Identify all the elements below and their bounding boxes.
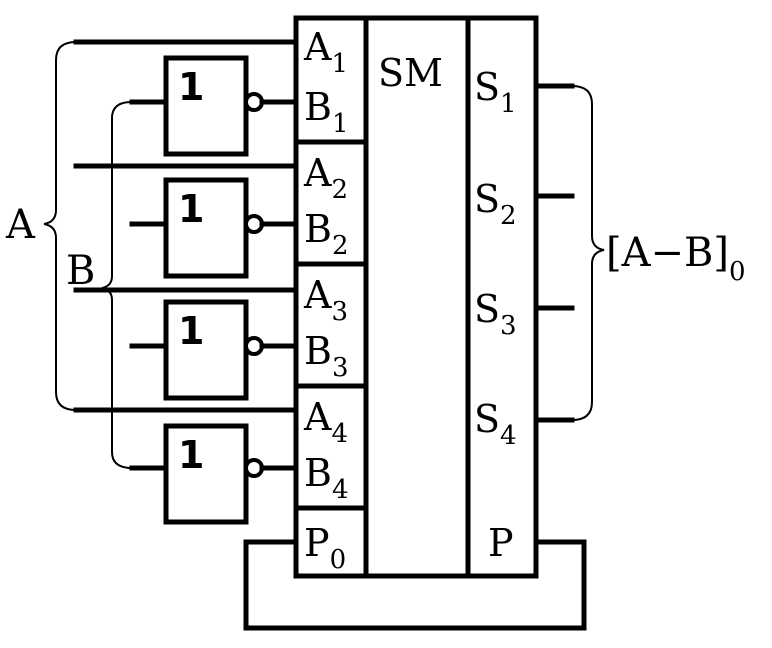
input-label-a1: A1 — [303, 25, 348, 79]
inverter-gate-1: 1 — [129, 55, 299, 157]
result-brace — [571, 85, 605, 421]
output-label-s2: S2 — [474, 177, 517, 231]
result-label: [A−B]0 — [606, 230, 746, 287]
a-bus-brace — [43, 41, 77, 411]
input-label-a2: A2 — [303, 151, 348, 205]
input-label-b3: B3 — [304, 329, 348, 383]
output-label-s4: S4 — [474, 397, 517, 451]
input-label-b4: B4 — [304, 451, 348, 505]
carry-feedback-loop — [243, 539, 587, 631]
inverter-gate-2: 1 — [129, 177, 299, 279]
inverter-label-1: 1 — [178, 65, 204, 109]
input-label-b2: B2 — [304, 207, 348, 261]
input-label-b1: B1 — [304, 85, 348, 139]
adder-block: SM — [293, 15, 539, 579]
inverter-label-3: 1 — [178, 309, 204, 353]
input-label-a3: A3 — [303, 273, 348, 327]
carry-out-label: P — [488, 521, 514, 565]
adder-title: SM — [378, 51, 443, 95]
inverter-gate-3: 1 — [129, 299, 299, 401]
carry-in-label: P0 — [304, 521, 346, 575]
b-bus-label: B — [66, 248, 95, 294]
output-label-s3: S3 — [474, 287, 517, 341]
adder-output-labels: S1 S2 S3 S4 P — [474, 65, 517, 565]
inverter-label-4: 1 — [178, 433, 204, 477]
output-label-s1: S1 — [474, 65, 517, 119]
output-pins — [533, 83, 575, 423]
inverter-label-2: 1 — [178, 187, 204, 231]
adder-input-labels: A1 B1 A2 B2 A3 B3 A4 B4 P0 — [303, 25, 348, 575]
a-bus-label: A — [5, 202, 36, 248]
inverter-gate-4: 1 — [129, 423, 299, 525]
b-bus-brace — [101, 101, 133, 469]
input-label-a4: A4 — [303, 395, 348, 449]
